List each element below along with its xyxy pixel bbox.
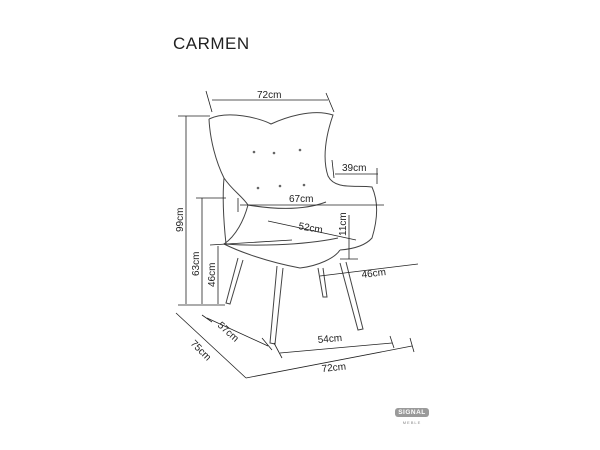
label-height-above-seat: 11cm (338, 212, 349, 236)
dimension-lines (175, 90, 419, 379)
tuft-button (302, 183, 306, 187)
tuft-button (298, 148, 302, 152)
tuft-button (252, 150, 256, 154)
label-seat-width: 46cm (361, 267, 387, 281)
tuft-button (278, 184, 282, 188)
chair-outline (208, 112, 378, 345)
brand-name: SIGNAL (395, 408, 429, 417)
tuft-button (256, 186, 260, 190)
label-leg-width: 54cm (317, 333, 342, 346)
dimension-labels: 72cm 39cm 67cm 52cm 11cm 46cm 99cm 63cm … (175, 90, 387, 375)
tuft-button (272, 151, 276, 155)
leg-front-right (269, 265, 284, 345)
leg-front-left (225, 257, 244, 305)
label-arm-width: 67cm (289, 194, 313, 205)
leg-back-mid (317, 267, 328, 298)
label-armrest-depth: 39cm (342, 163, 366, 174)
label-leg-depth: 57cm (215, 320, 241, 345)
label-total-height: 99cm (175, 208, 186, 232)
label-total-width: 72cm (321, 361, 346, 374)
leg-back-right (339, 261, 364, 331)
page-title: CARMEN (173, 34, 250, 53)
label-seat-height: 46cm (207, 263, 218, 287)
label-total-depth: 75cm (188, 338, 213, 363)
seat-cushion (223, 204, 341, 269)
label-top-width: 72cm (257, 90, 281, 101)
label-armrest-height: 63cm (191, 252, 202, 276)
brand-tagline: MEBLE (402, 420, 422, 425)
backrest (208, 112, 378, 251)
brand-logo: SIGNAL MEBLE (392, 401, 432, 425)
label-seat-depth: 52cm (297, 221, 323, 236)
